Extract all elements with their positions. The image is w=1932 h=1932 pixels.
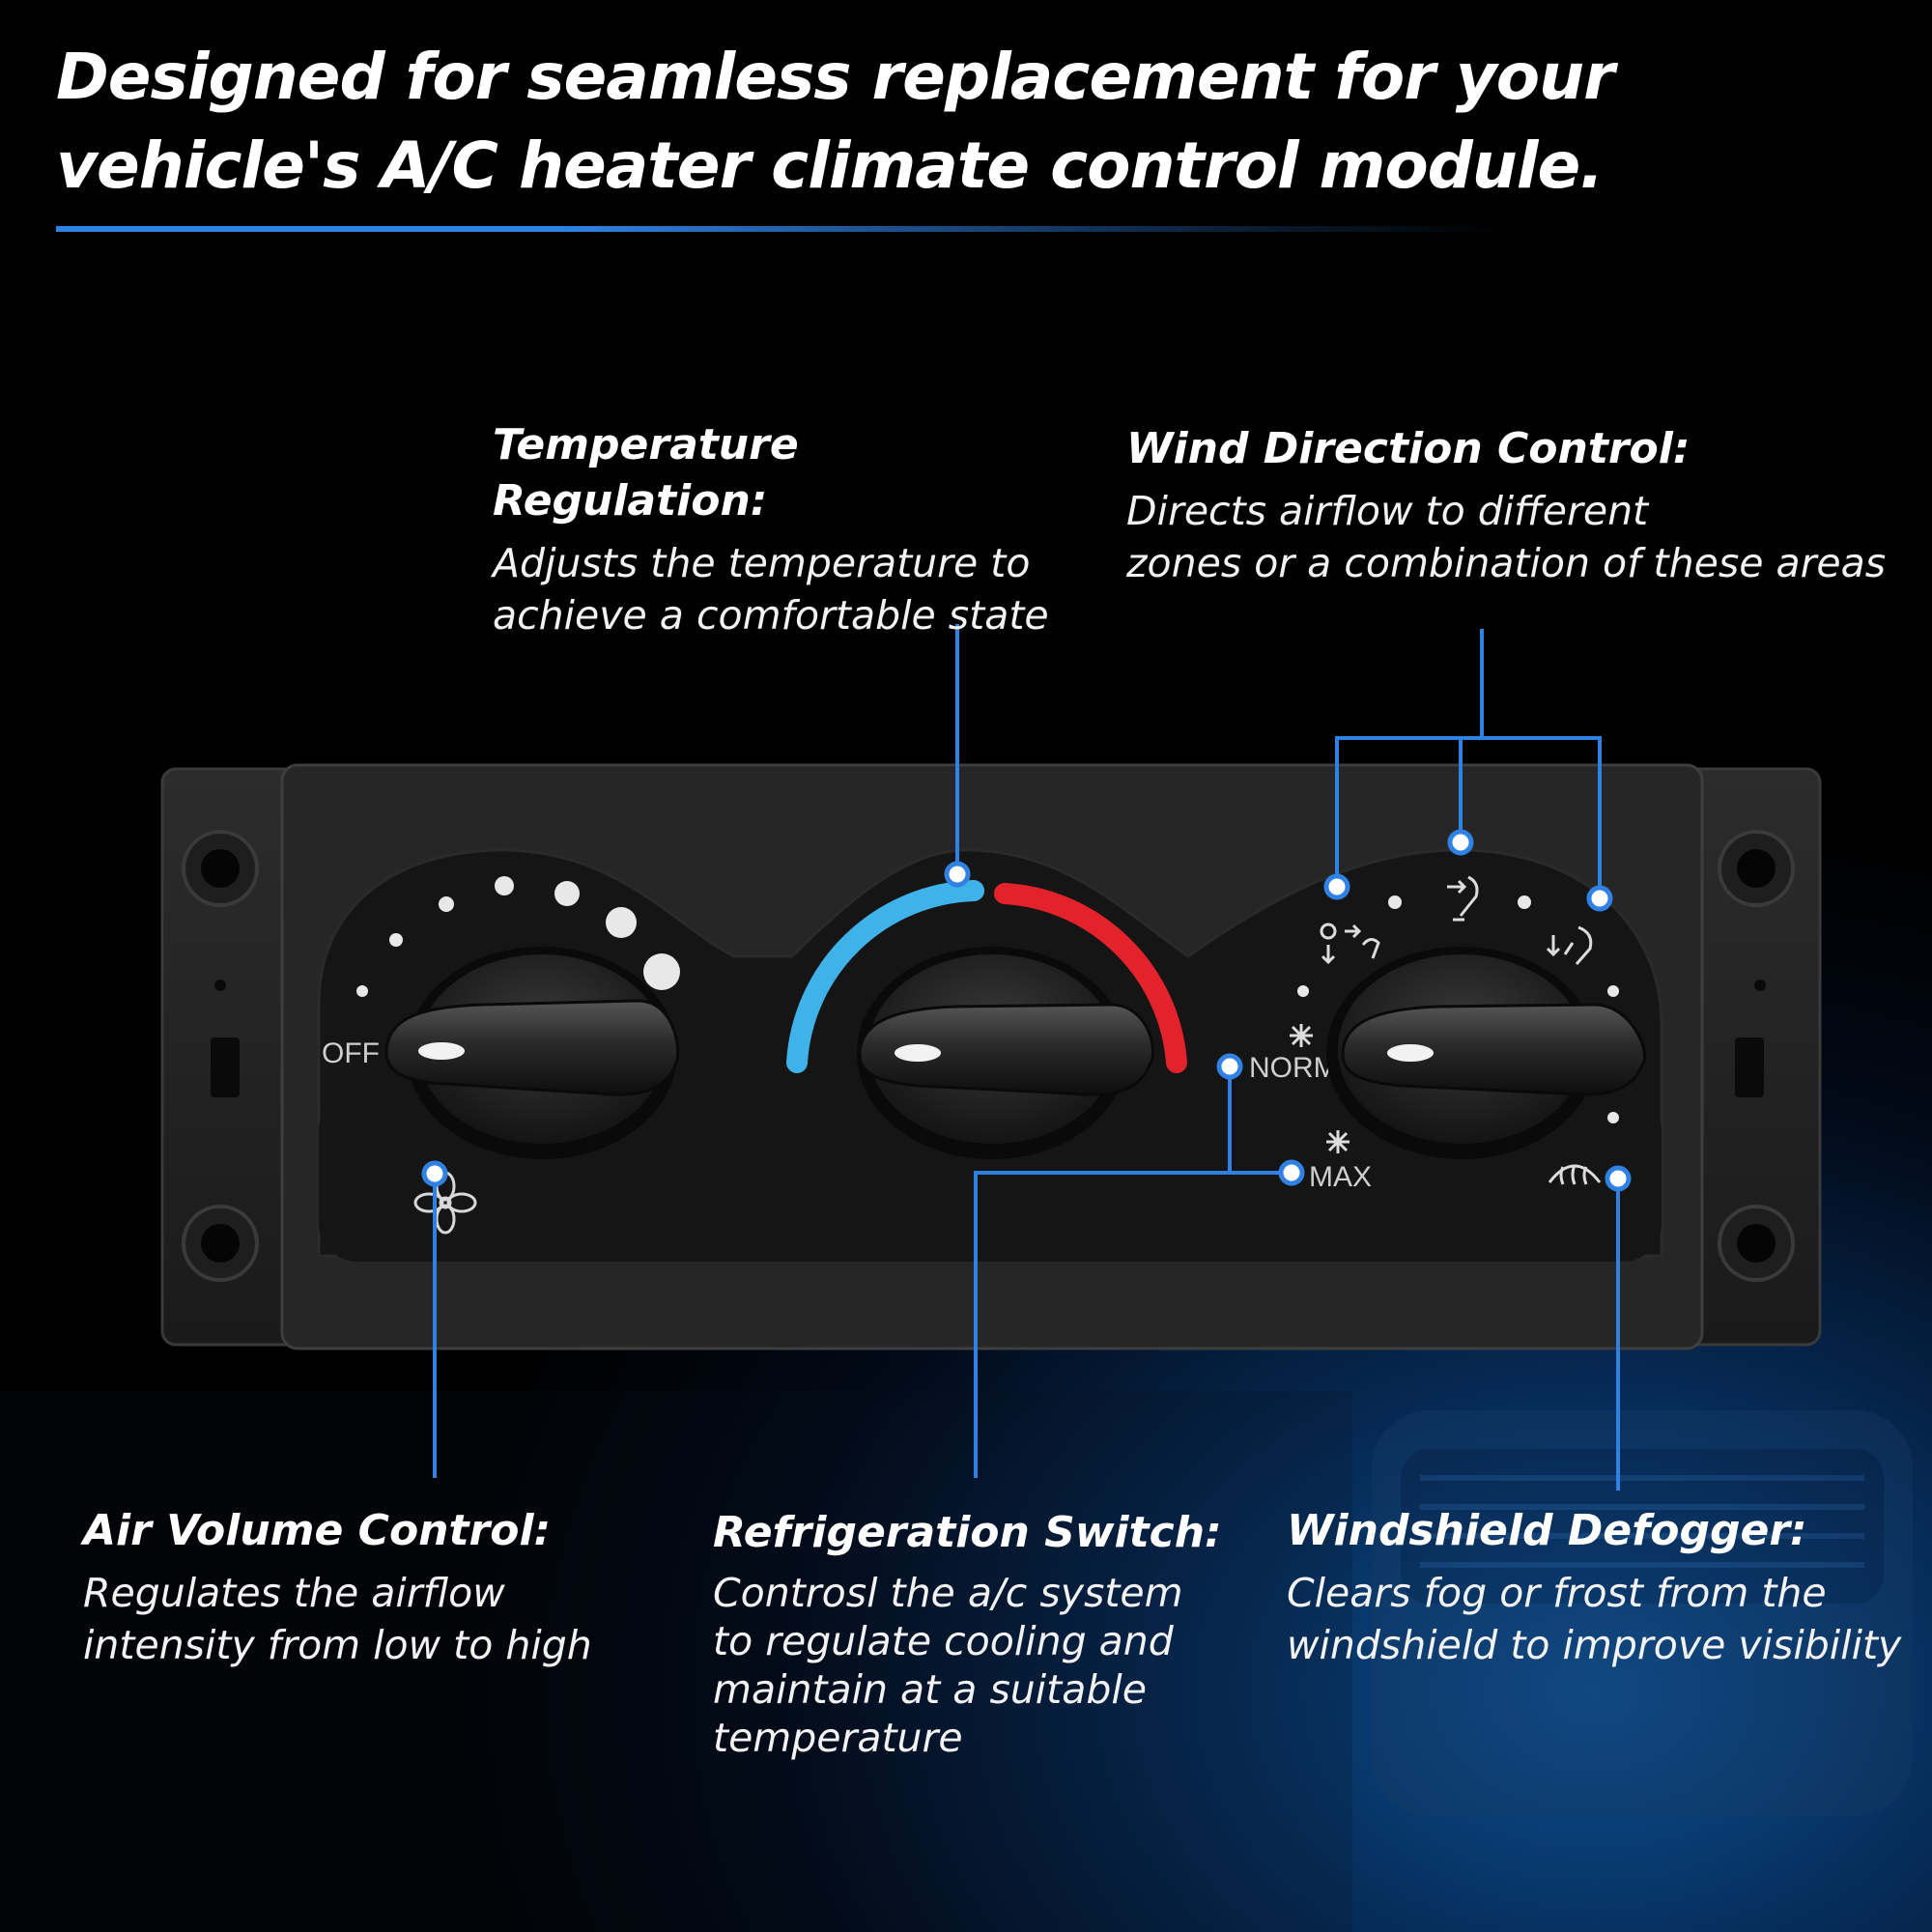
temperature-knob[interactable] <box>857 947 1155 1159</box>
fan-knob-indicator <box>418 1042 465 1060</box>
callout-temperature: Temperature Regulation: Adjusts the temp… <box>493 417 1072 641</box>
floor-defrost-icon <box>1546 925 1593 965</box>
callout-wind-title: Wind Direction Control: <box>1126 424 1690 473</box>
callout-air-volume: Air Volume Control: Regulates the airflo… <box>83 1503 682 1671</box>
callout-defogger-body: Clears fog or frost from the windshield … <box>1287 1570 1902 1668</box>
leader-dots <box>421 829 1632 1192</box>
hot-arc <box>994 883 1187 1073</box>
callout-refrigeration-title: Refrigeration Switch: <box>713 1508 1222 1557</box>
norm-label: NORM <box>1249 1052 1338 1084</box>
cold-arc <box>786 880 984 1073</box>
lower-face <box>319 1092 1662 1262</box>
vent-defrost-icon <box>1320 923 1380 965</box>
mode-dots <box>1297 895 1619 1123</box>
callout-wind-body: Directs airflow to different zones or a … <box>1126 488 1887 586</box>
callout-refrigeration: Refrigeration Switch: Controsl the a/c s… <box>713 1505 1235 1762</box>
off-label: OFF <box>322 1037 380 1069</box>
max-label: MAX <box>1309 1161 1372 1193</box>
fan-speed-dots <box>356 876 680 997</box>
callout-temperature-title: Temperature Regulation: <box>493 420 799 526</box>
truck-background <box>0 1391 1913 1932</box>
windshield-defrost-icon <box>1548 1164 1602 1185</box>
callout-air-volume-body: Regulates the airflow intensity from low… <box>83 1570 592 1668</box>
snowflake-max-icon <box>1326 1130 1350 1153</box>
fan-knob[interactable] <box>384 947 680 1159</box>
callout-temperature-body: Adjusts the temperature to achieve a com… <box>493 540 1049 639</box>
headline: Designed for seamless replacement for yo… <box>56 40 1615 203</box>
callout-wind: Wind Direction Control: Directs airflow … <box>1126 421 1928 589</box>
snowflake-icon <box>1290 1024 1313 1047</box>
mode-knob[interactable] <box>1326 947 1647 1159</box>
mode-knob-indicator <box>1387 1044 1434 1062</box>
callout-air-volume-title: Air Volume Control: <box>83 1506 552 1555</box>
face-vent-icon <box>1447 875 1479 922</box>
mounting-holes <box>182 830 1795 1282</box>
title-underline <box>56 226 1505 232</box>
callout-defogger: Windshield Defogger: Clears fog or frost… <box>1287 1503 1928 1671</box>
callout-refrigeration-body: Controsl the a/c system to regulate cool… <box>713 1570 1183 1761</box>
callout-defogger-title: Windshield Defogger: <box>1287 1506 1807 1555</box>
leader-lines <box>433 624 1620 1491</box>
temperature-knob-indicator <box>895 1044 941 1062</box>
